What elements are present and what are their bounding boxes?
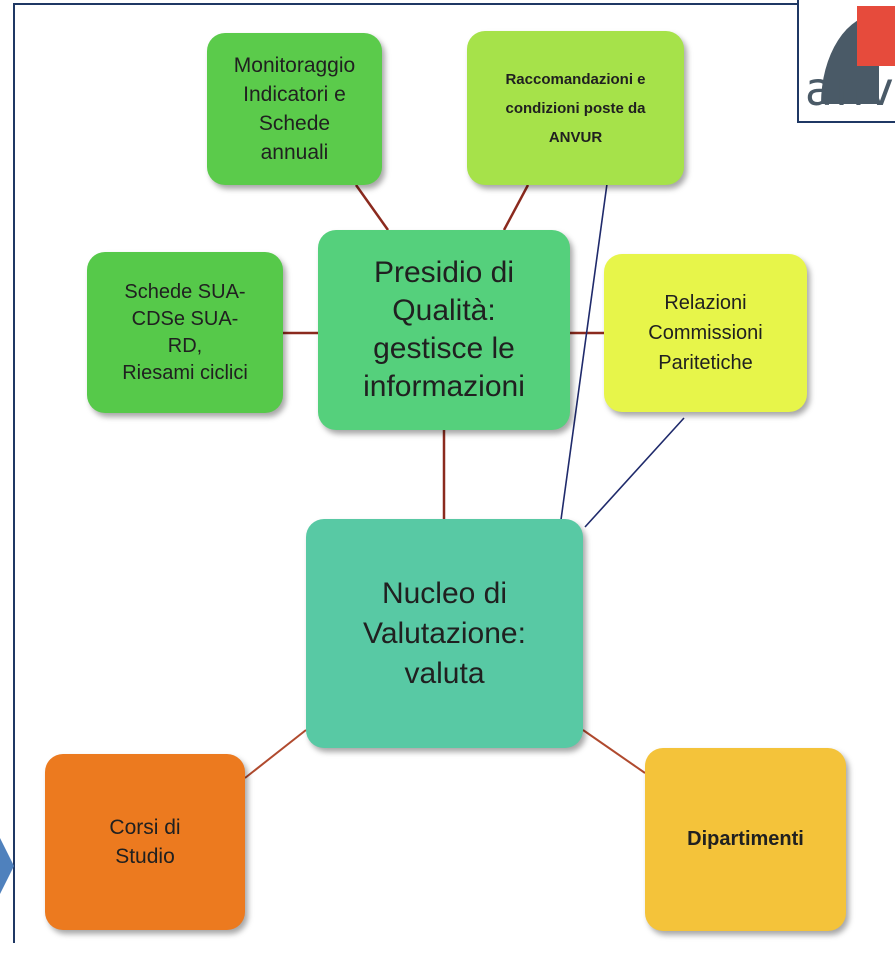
logo-arc-red xyxy=(857,6,895,66)
edge-nucleo-dipartimenti xyxy=(582,729,646,774)
node-nucleo: Nucleo di Valutazione: valuta xyxy=(306,519,583,748)
node-presidio: Presidio di Qualità: gestisce le informa… xyxy=(318,230,570,430)
anvur-logo: anvur xyxy=(797,0,895,123)
node-schede-label: Schede SUA- CDSe SUA- RD, Riesami ciclic… xyxy=(122,280,248,384)
node-dipartimenti: Dipartimenti xyxy=(645,748,846,931)
page-frame xyxy=(13,3,883,943)
logo-text: anvur xyxy=(805,62,895,116)
edge-raccomandazioni-nucleo xyxy=(559,161,611,528)
arrow-tip-icon xyxy=(0,838,14,894)
node-presidio-label: Presidio di Qualità: gestisce le informa… xyxy=(363,256,525,403)
node-relazioni-label: Relazioni Commissioni Paritetiche xyxy=(648,292,763,374)
node-nucleo-label: Nucleo di Valutazione: valuta xyxy=(363,576,526,690)
node-monitoraggio: Monitoraggio Indicatori e Schede annuali xyxy=(207,33,382,185)
node-monitoraggio-label: Monitoraggio Indicatori e Schede annuali xyxy=(233,54,356,164)
edge-relazioni-nucleo xyxy=(584,417,685,528)
node-schede: Schede SUA- CDSe SUA- RD, Riesami ciclic… xyxy=(87,252,283,413)
edge-raccomandazioni-presidio xyxy=(502,184,530,231)
node-corsi-label: Corsi di Studio xyxy=(109,816,181,868)
node-raccomandazioni-label: Raccomandazioni e condizioni poste da AN… xyxy=(505,70,646,146)
node-dipartimenti-label: Dipartimenti xyxy=(687,828,804,850)
edge-monitoraggio-presidio xyxy=(354,184,390,231)
node-raccomandazioni: Raccomandazioni e condizioni poste da AN… xyxy=(467,31,684,185)
edge-nucleo-corsi xyxy=(244,729,307,779)
node-corsi: Corsi di Studio xyxy=(45,754,245,930)
node-relazioni: Relazioni Commissioni Paritetiche xyxy=(604,254,807,412)
